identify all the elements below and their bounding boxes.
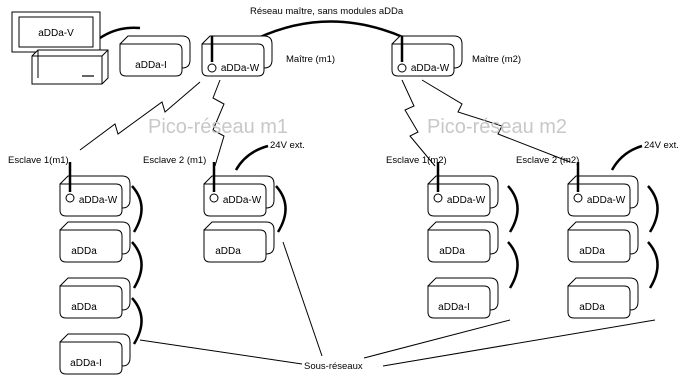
slave-stack-2-m1: aDDa-W aDDa [203, 162, 275, 263]
master-module-0: aDDa-I [119, 35, 191, 77]
subnets-label: Sous-réseaux [304, 361, 363, 372]
network-title: Réseau maître, sans modules aDDa [250, 6, 404, 17]
svg-text:aDDa-W: aDDa-W [447, 195, 486, 206]
stack-module: aDDa-W [567, 162, 639, 217]
svg-text:aDDa-I: aDDa-I [438, 302, 470, 313]
stack-module: aDDa-W [203, 162, 275, 217]
slave-2-m2-label: Esclave 2 (m2) [516, 155, 579, 166]
svg-text:aDDa: aDDa [71, 246, 97, 257]
svg-text:aDDa: aDDa [439, 246, 465, 257]
master-module-m2-label: aDDa-W [411, 63, 450, 74]
svg-text:aDDa-W: aDDa-W [79, 195, 118, 206]
radio-links [79, 79, 571, 167]
computer-label: aDDa-V [38, 28, 74, 39]
stack-module: aDDa [427, 221, 499, 263]
master-m1-label: Maître (m1) [286, 54, 335, 65]
power-label-b: 24V ext. [644, 140, 679, 151]
status-led [207, 63, 217, 73]
svg-text:aDDa-W: aDDa-W [223, 195, 262, 206]
piconet-m1-label: Pico-réseau m1 [148, 116, 288, 138]
svg-text:aDDa: aDDa [579, 302, 605, 313]
status-led [573, 193, 583, 203]
status-led [397, 63, 407, 73]
stack-module: aDDa [203, 221, 275, 263]
computer-cable [99, 26, 141, 40]
wiring [99, 20, 659, 367]
stack-module: aDDa [59, 277, 131, 319]
power-cable-a [234, 144, 269, 171]
master-module-m2: aDDa-W [391, 35, 463, 77]
stack-module: aDDa [59, 221, 131, 263]
svg-text:aDDa-I: aDDa-I [70, 358, 102, 369]
power-cable-b [610, 144, 643, 171]
stack-module: aDDa [567, 277, 639, 319]
slave-1-m1-label: Esclave 1(m1) [8, 155, 69, 166]
slave-1-m2-label: Esclave 1(m2) [386, 155, 447, 166]
master-module-0-label: aDDa-I [135, 60, 167, 71]
stack-module: aDDa [567, 221, 639, 263]
master-m2-label: Maître (m2) [472, 54, 521, 65]
slave-stack-1-m1: aDDa-W aDDa aDDa aDDa-I [59, 162, 131, 375]
computer: aDDa-V [11, 11, 109, 85]
svg-text:aDDa: aDDa [71, 302, 97, 313]
stack-module: aDDa-I [59, 333, 131, 375]
status-led [209, 193, 219, 203]
slave-stack-1-m2: aDDa-W aDDa aDDa-I [427, 162, 499, 319]
power-label-a: 24V ext. [270, 140, 305, 151]
stack-module: aDDa-I [427, 277, 499, 319]
svg-text:aDDa-W: aDDa-W [587, 195, 626, 206]
slave-2-m1-label: Esclave 2 (m1) [143, 155, 206, 166]
status-led [433, 193, 443, 203]
slave-stack-2-m2: aDDa-W aDDa aDDa [567, 162, 639, 319]
stack-module: aDDa-W [59, 162, 131, 217]
master-module-m1-label: aDDa-W [221, 63, 260, 74]
status-led [65, 193, 75, 203]
svg-text:aDDa: aDDa [215, 246, 241, 257]
master-module-m1: aDDa-W [201, 35, 273, 77]
computer-base [31, 49, 109, 85]
master-network-cable [257, 20, 406, 40]
svg-text:aDDa: aDDa [579, 246, 605, 257]
stack-module: aDDa-W [427, 162, 499, 217]
computer-screen [18, 16, 94, 48]
piconet-m2-label: Pico-réseau m2 [427, 116, 567, 138]
